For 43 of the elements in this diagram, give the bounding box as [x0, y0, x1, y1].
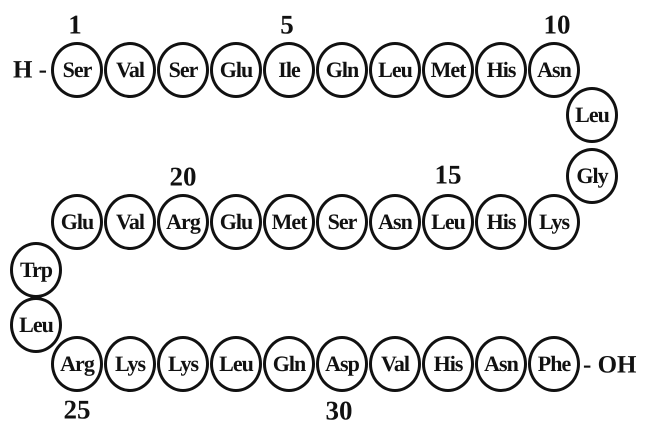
amino-acid-circle: Arg: [51, 336, 103, 392]
amino-acid-circle: Met: [263, 194, 315, 250]
amino-acid-circle: Val: [369, 336, 421, 392]
amino-acid-circle: Lys: [528, 194, 580, 250]
amino-acid-circle: Ser: [316, 194, 368, 250]
amino-acid-circle: Leu: [10, 297, 62, 353]
amino-acid-circle: Gln: [316, 42, 368, 98]
amino-acid-circle: Ser: [51, 42, 103, 98]
amino-acid-circle: Val: [104, 194, 156, 250]
amino-acid-circle: His: [475, 42, 527, 98]
residue-number: 20: [170, 164, 196, 190]
amino-acid-circle: Glu: [210, 42, 262, 98]
amino-acid-circle: Glu: [210, 194, 262, 250]
amino-acid-circle: Ser: [157, 42, 209, 98]
amino-acid-circle: Val: [104, 42, 156, 98]
amino-acid-circle: His: [475, 194, 527, 250]
amino-acid-circle: Gly: [566, 148, 618, 204]
amino-acid-circle: Trp: [10, 242, 62, 298]
amino-acid-circle: Leu: [422, 194, 474, 250]
amino-acid-circle: Leu: [369, 42, 421, 98]
c-terminus-label: - OH: [583, 352, 636, 378]
amino-acid-circle: Leu: [210, 336, 262, 392]
amino-acid-circle: Asn: [528, 42, 580, 98]
residue-number: 30: [326, 398, 352, 424]
amino-acid-circle: Met: [422, 42, 474, 98]
residue-number: 1: [68, 12, 82, 38]
residue-number: 15: [434, 162, 462, 188]
residue-number: 5: [280, 12, 294, 38]
amino-acid-circle: Leu: [566, 87, 618, 143]
amino-acid-circle: His: [422, 336, 474, 392]
amino-acid-circle: Asn: [369, 194, 421, 250]
amino-acid-circle: Ile: [263, 42, 315, 98]
amino-acid-circle: Gln: [263, 336, 315, 392]
n-terminus-label: H -: [12, 58, 47, 82]
amino-acid-circle: Asp: [316, 336, 368, 392]
residue-number: 25: [64, 396, 90, 424]
amino-acid-circle: Arg: [157, 194, 209, 250]
amino-acid-circle: Lys: [104, 336, 156, 392]
amino-acid-circle: Phe: [528, 336, 580, 392]
amino-acid-circle: Glu: [51, 194, 103, 250]
amino-acid-circle: Asn: [475, 336, 527, 392]
residue-number: 10: [544, 12, 570, 38]
amino-acid-circle: Lys: [157, 336, 209, 392]
